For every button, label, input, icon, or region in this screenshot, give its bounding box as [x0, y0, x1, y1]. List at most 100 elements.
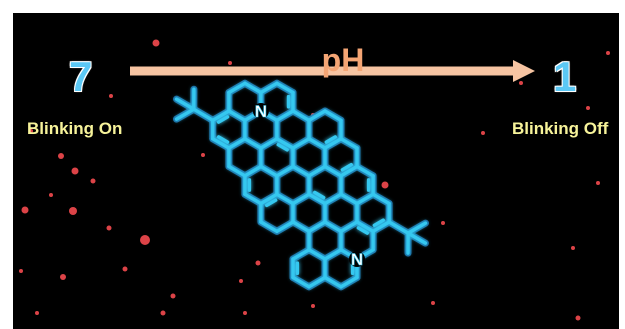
- ph-title: pH: [321, 42, 365, 78]
- double-bond: [356, 226, 369, 235]
- fluorescent-spot: [606, 51, 610, 55]
- bond: [355, 192, 375, 206]
- double-bond: [340, 162, 353, 172]
- bond: [323, 275, 343, 289]
- bond: [275, 137, 295, 150]
- bond: [275, 109, 295, 123]
- blinking-on-label: Blinking On: [27, 119, 123, 138]
- tbu-bond: [406, 231, 428, 245]
- bond: [291, 137, 311, 150]
- double-bond: [372, 218, 385, 228]
- fluorescent-spot: [35, 311, 39, 315]
- bond: [275, 192, 295, 206]
- bond: [211, 137, 231, 150]
- fluorescent-spot: [519, 81, 523, 85]
- bond: [291, 192, 311, 206]
- bond: [227, 164, 247, 178]
- bond: [339, 164, 359, 178]
- fluorescent-spot: [586, 106, 590, 110]
- bond: [211, 109, 231, 123]
- tbu-bond: [192, 107, 215, 123]
- tbu-bond: [174, 97, 196, 111]
- bond: [371, 220, 391, 234]
- bond: [371, 192, 391, 206]
- bond: [307, 109, 327, 123]
- bond: [243, 137, 263, 150]
- fluorescent-spot: [19, 269, 23, 273]
- fluorescent-spot: [109, 94, 113, 98]
- tbu-bond: [387, 220, 410, 235]
- bond: [275, 81, 295, 95]
- arrow-head: [513, 60, 535, 82]
- double-bond: [324, 135, 337, 144]
- blinking-off-label: Blinking Off: [512, 119, 609, 138]
- fluorescent-spot: [140, 235, 150, 245]
- double-bond: [276, 142, 289, 152]
- fluorescent-spot: [106, 225, 112, 231]
- fluorescent-spot: [152, 39, 160, 47]
- bond: [323, 192, 343, 206]
- fluorescent-spot: [571, 246, 575, 250]
- bond: [227, 137, 247, 150]
- fluorescent-spot: [160, 310, 166, 316]
- bond: [291, 164, 311, 178]
- fluorescent-spot: [441, 221, 445, 225]
- bond: [323, 109, 343, 123]
- bond: [259, 164, 279, 178]
- nitrogen-atom-top-backdrop: [252, 103, 269, 119]
- bond: [323, 220, 343, 234]
- bond: [339, 220, 359, 234]
- fluorescent-spot: [239, 279, 243, 283]
- double-bond: [313, 190, 326, 200]
- nitrogen-atom-bottom: N: [351, 250, 363, 269]
- bond: [259, 220, 279, 234]
- bond: [307, 164, 327, 178]
- bond: [243, 164, 263, 178]
- nitrogen-atom-bottom-backdrop: [349, 251, 365, 267]
- dark-panel: pH 7 1 Blinking On Blinking Off N N: [13, 13, 619, 329]
- fluorescence-spots: [19, 39, 610, 321]
- bond: [291, 275, 311, 289]
- bond: [275, 220, 295, 234]
- ph-start-value: 7: [69, 53, 93, 100]
- bond: [307, 220, 327, 234]
- fluorescent-spot: [69, 207, 77, 215]
- bond: [227, 109, 247, 123]
- fluorescent-spot: [575, 315, 581, 321]
- fluorescent-spot: [71, 167, 79, 175]
- fluorescent-spot: [90, 178, 96, 184]
- fluorescent-spot: [243, 311, 247, 315]
- fluorescent-spot: [381, 181, 389, 189]
- bond: [259, 81, 279, 95]
- bond: [355, 164, 375, 178]
- fluorescent-spot: [228, 61, 232, 65]
- bond: [291, 109, 311, 123]
- fluorescent-spot: [21, 206, 29, 214]
- fluorescent-spot: [311, 304, 315, 308]
- bond: [355, 220, 375, 234]
- fluorescent-spot: [60, 274, 66, 280]
- double-bond: [216, 135, 230, 144]
- bond: [307, 248, 327, 261]
- fluorescent-spot: [481, 131, 485, 135]
- bond: [291, 220, 311, 234]
- bond: [323, 248, 343, 261]
- fluorescent-spot: [201, 153, 205, 157]
- fluorescent-spot: [431, 301, 435, 305]
- bond: [243, 81, 263, 95]
- double-bond: [264, 198, 278, 208]
- ph-end-value: 1: [553, 53, 577, 100]
- bond: [291, 248, 311, 261]
- ph-arrow: [130, 60, 535, 82]
- bond: [323, 137, 343, 150]
- bond: [259, 137, 279, 150]
- bond: [259, 192, 279, 206]
- fluorescent-spot: [122, 266, 128, 272]
- tbu-bond: [174, 107, 196, 121]
- fluorescent-spot: [49, 193, 53, 197]
- nitrogen-atom-top: N: [255, 102, 267, 121]
- bond: [227, 81, 247, 95]
- bond: [307, 137, 327, 150]
- bond: [339, 137, 359, 150]
